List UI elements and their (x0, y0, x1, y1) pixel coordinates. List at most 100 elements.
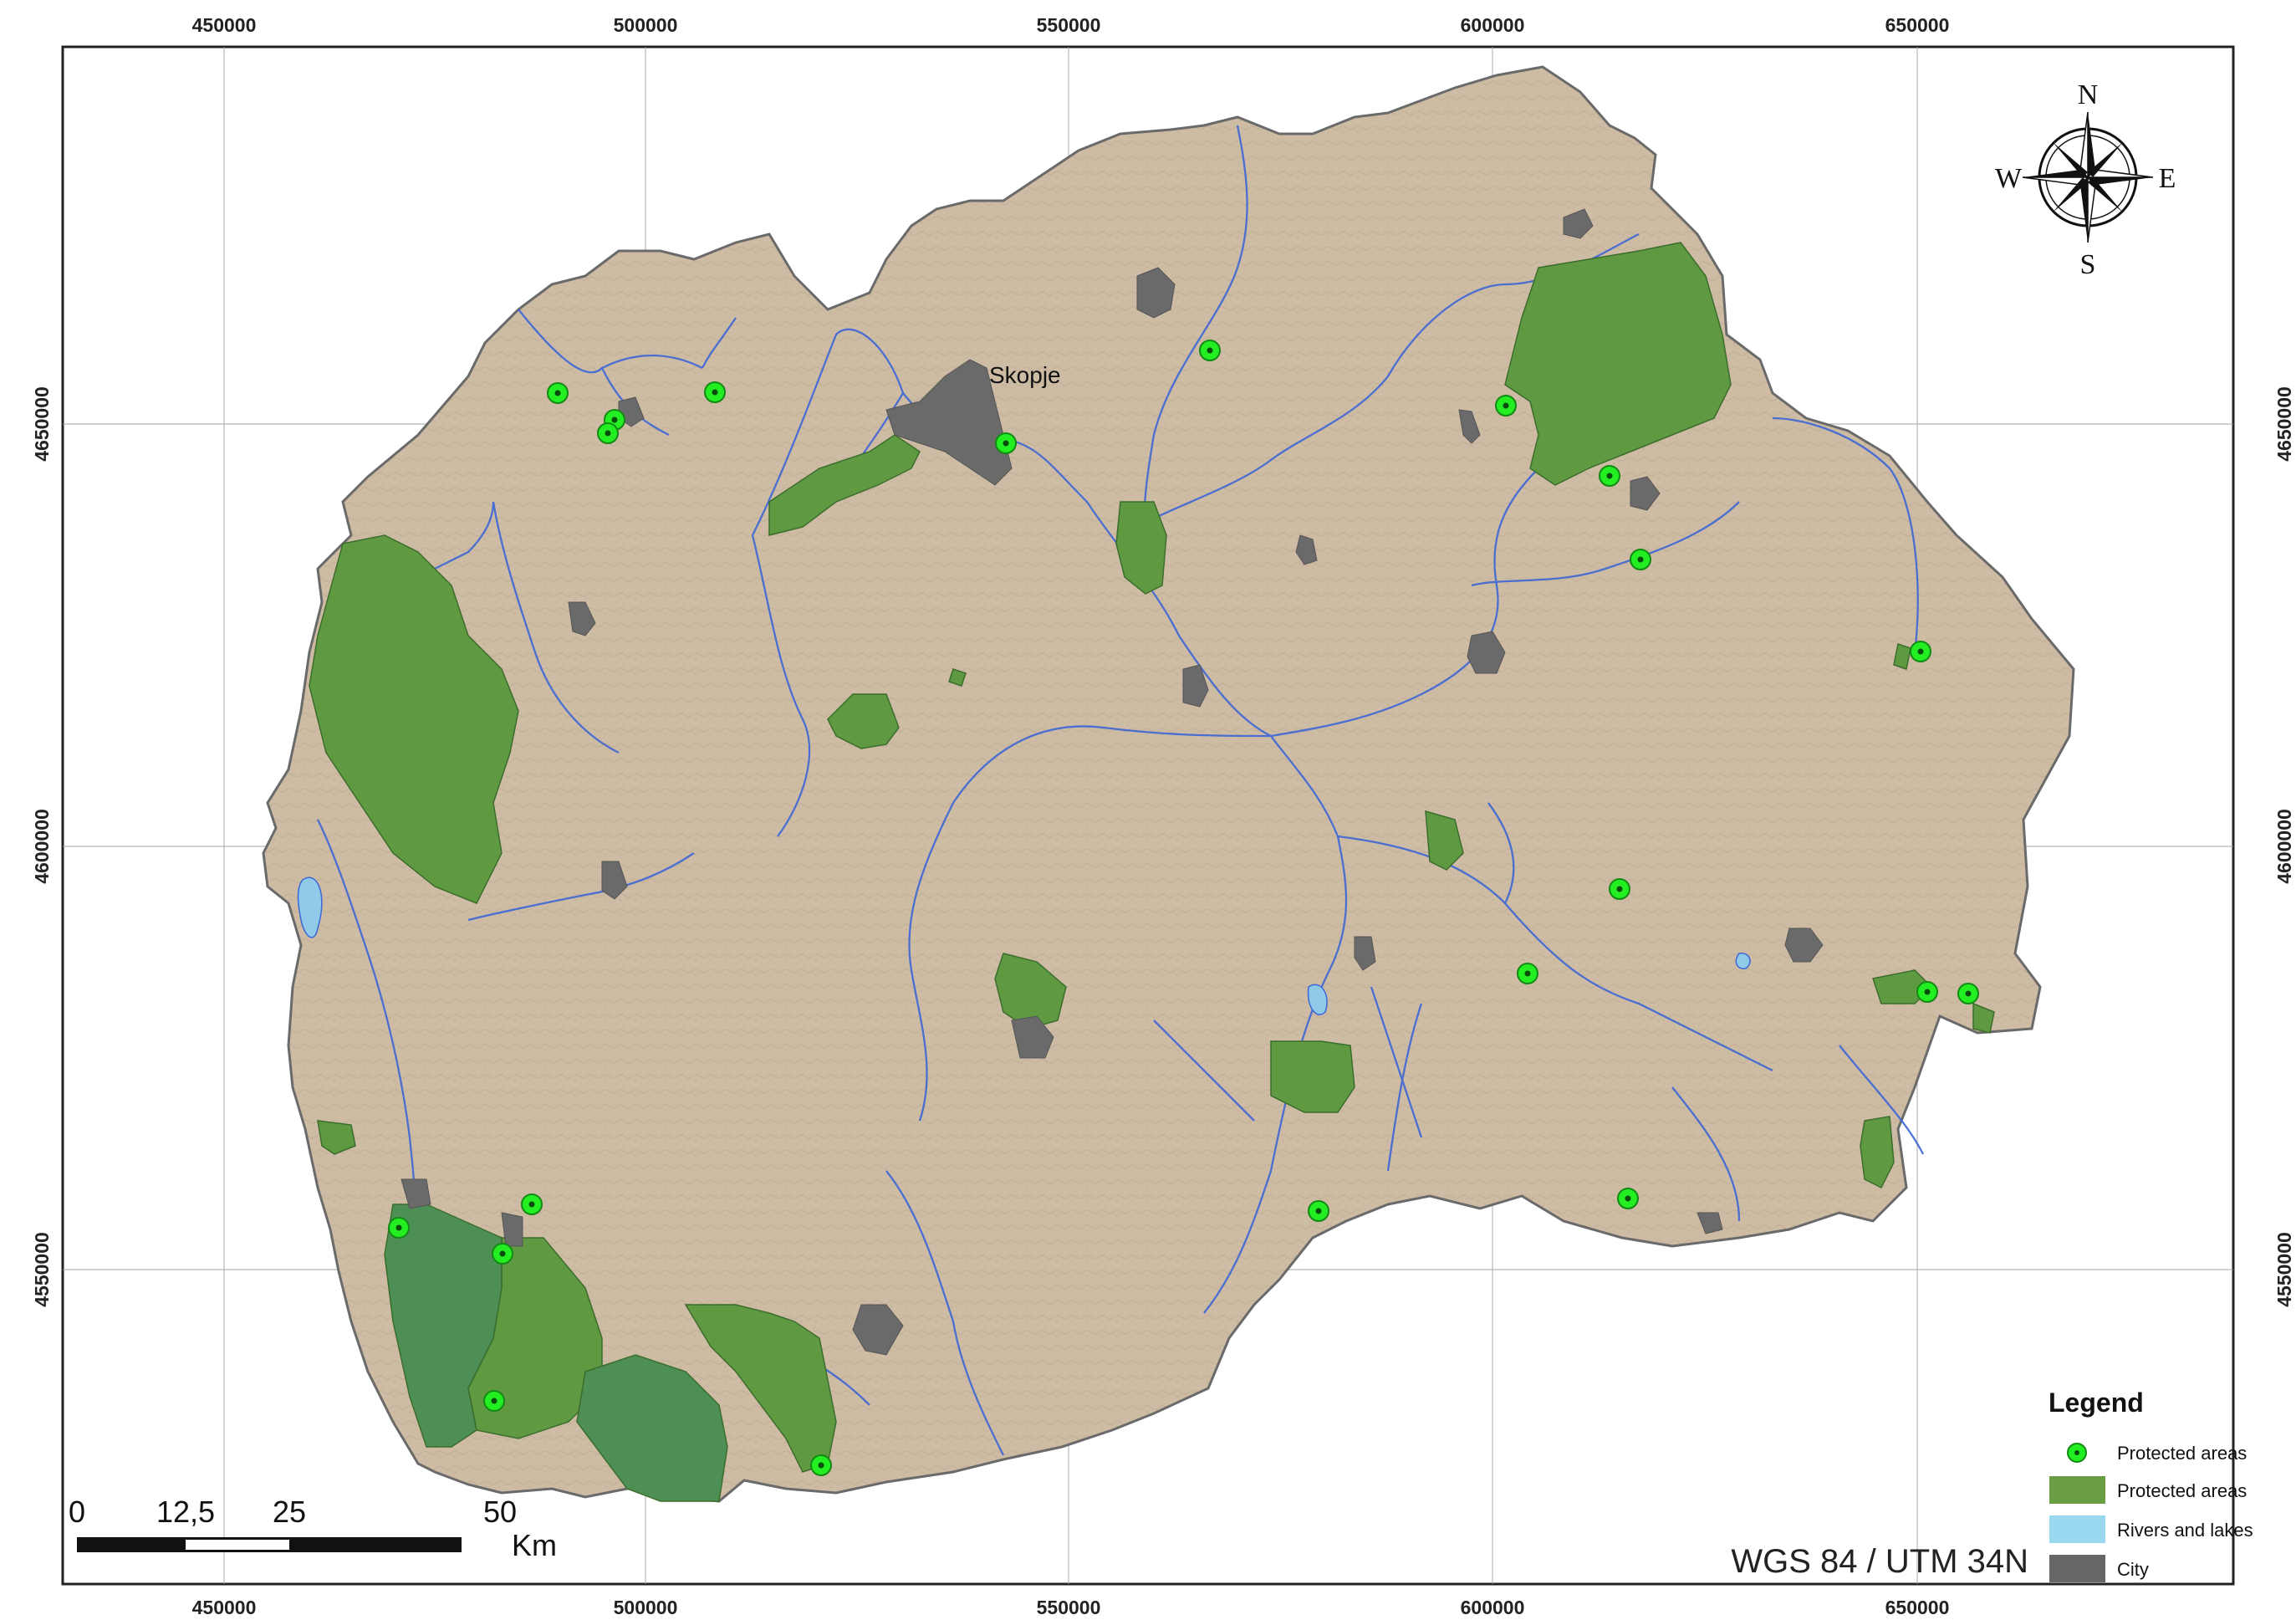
legend-label: City (2117, 1559, 2149, 1580)
x-tick-bottom: 500000 (614, 1597, 678, 1618)
cities-layer[interactable] (401, 208, 1824, 1356)
protected-area-point-center (395, 1224, 402, 1231)
protected-area-point-center (1524, 970, 1531, 977)
protected-area-point-center (1917, 648, 1924, 655)
compass-s: S (2080, 249, 2096, 280)
x-tick-labels: 450000 500000 550000 600000 650000 45000… (192, 14, 1950, 1618)
scale-unit: Km (512, 1528, 557, 1562)
protected-area-point-center (499, 1250, 506, 1257)
city (1696, 1212, 1723, 1234)
x-tick-top: 650000 (1885, 14, 1950, 36)
protected-area-point-center (611, 416, 618, 423)
compass-rose: N S E W (1995, 79, 2176, 280)
legend-item-city: City (2049, 1555, 2149, 1582)
legend-item-rivers-lakes: Rivers and lakes (2049, 1515, 2253, 1543)
legend-swatch (2049, 1555, 2105, 1582)
protected-area-polygon (576, 1354, 728, 1502)
city (1295, 534, 1318, 565)
protected-area-point-center (554, 390, 561, 396)
city (1563, 208, 1594, 239)
compass-star-icon (2022, 111, 2154, 243)
city (1182, 664, 1209, 708)
protected-area-point-center (1637, 556, 1644, 563)
protected-area-polygon (1860, 1116, 1895, 1189)
scale-label-0: 0 (69, 1495, 85, 1529)
protected-area-polygon (1972, 1002, 1995, 1034)
protected-area-point-center (1003, 440, 1009, 447)
city (852, 1304, 904, 1356)
city (1467, 631, 1506, 674)
x-tick-bottom: 550000 (1037, 1597, 1101, 1618)
y-tick-labels: 4650000 4600000 4550000 4650000 4600000 … (31, 386, 2295, 1307)
protected-points-layer[interactable] (388, 340, 1979, 1476)
protected-area-point-center (605, 430, 611, 437)
protected-area-point-center (1207, 347, 1213, 354)
x-tick-top: 550000 (1037, 14, 1101, 36)
compass-w: W (1995, 163, 2023, 194)
legend: Legend Protected areas Protected areas R… (2040, 1372, 2253, 1582)
legend-swatch (2049, 1515, 2105, 1543)
protected-area-point-center (1616, 886, 1623, 892)
protected-area-polygon (1115, 501, 1167, 595)
city (1458, 409, 1481, 444)
x-tick-bottom: 650000 (1885, 1597, 1950, 1618)
y-tick-left: 4650000 (31, 386, 53, 462)
city (1784, 928, 1824, 963)
legend-title: Legend (2049, 1387, 2144, 1418)
scale-bar: 0 12,5 25 50 Km (69, 1495, 557, 1562)
protected-area-polygon (684, 1304, 837, 1473)
city (1630, 476, 1661, 511)
protected-area-point-center (1924, 989, 1931, 995)
protected-area-polygon (1893, 643, 1911, 670)
protected-area-point-center (712, 389, 718, 396)
legend-label: Protected areas (2117, 1480, 2247, 1501)
city (501, 1212, 523, 1247)
y-tick-left: 4600000 (31, 809, 53, 884)
protected-area-polygon (768, 434, 921, 536)
protected-area-polygon (1270, 1040, 1355, 1113)
protected-area-polygon (1425, 810, 1464, 871)
protected-area-polygon (317, 1120, 356, 1155)
city (1011, 1015, 1054, 1059)
legend-label: Protected areas (2117, 1443, 2247, 1464)
protected-area-point-center (1625, 1195, 1631, 1202)
legend-item-protected-points: Protected areas (2067, 1443, 2247, 1464)
city (401, 1178, 431, 1209)
protected-area-polygon (827, 693, 900, 749)
city (1354, 936, 1376, 971)
protected-area-point-center (1606, 473, 1613, 479)
scale-label-12-5: 12,5 (156, 1495, 215, 1529)
y-tick-right: 4600000 (2273, 809, 2295, 884)
protected-area-polygon (948, 668, 967, 687)
legend-swatch (2049, 1476, 2105, 1504)
city (1136, 267, 1176, 319)
y-tick-right: 4550000 (2273, 1232, 2295, 1307)
x-tick-top: 450000 (192, 14, 257, 36)
legend-label: Rivers and lakes (2117, 1520, 2253, 1541)
protected-area-polygon (1504, 242, 1732, 486)
compass-e: E (2159, 163, 2176, 194)
compass-n: N (2078, 79, 2099, 110)
protected-area-point-center (491, 1398, 497, 1404)
protected-area-point-center (528, 1201, 535, 1208)
scale-label-50: 50 (483, 1495, 517, 1529)
protected-area-polygon (384, 1204, 503, 1448)
protected-area-point-center (1965, 990, 1972, 997)
protected-areas-layer[interactable] (309, 242, 1995, 1502)
protected-area-point-center (1315, 1208, 1322, 1214)
y-tick-left: 4550000 (31, 1232, 53, 1307)
scale-label-25: 25 (273, 1495, 306, 1529)
city (568, 601, 596, 636)
x-tick-bottom: 450000 (192, 1597, 257, 1618)
city-label-skopje: Skopje (989, 362, 1061, 388)
protected-area-polygon (309, 534, 519, 904)
legend-item-protected-polygons: Protected areas (2049, 1476, 2247, 1504)
city (601, 861, 628, 900)
crs-label: WGS 84 / UTM 34N (1731, 1543, 2028, 1580)
lakes-layer (297, 876, 1751, 1015)
x-tick-top: 500000 (614, 14, 678, 36)
protected-area-point-center (1503, 402, 1509, 409)
y-tick-right: 4650000 (2273, 386, 2295, 462)
